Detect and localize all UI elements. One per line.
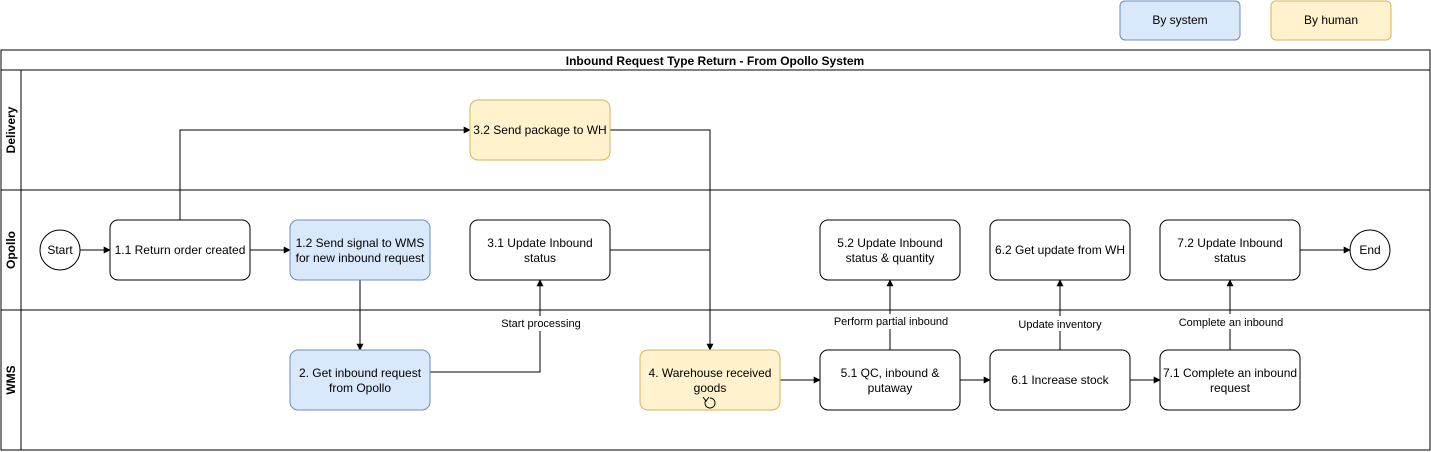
node-6-2-get-update-from-wh: 6.2 Get update from WH <box>989 219 1131 281</box>
node-1-1-label: 1.1 Return order created <box>115 243 246 257</box>
node-5-2-label-line1: 5.2 Update Inbound <box>837 236 942 250</box>
node-2-get-inbound-request: 2. Get inbound request from Opollo <box>289 349 431 411</box>
end-node: End <box>1349 229 1391 271</box>
node-7-2-update-inbound-status: 7.2 Update Inbound status <box>1159 219 1301 281</box>
node-3-2-send-package: 3.2 Send package to WH <box>469 99 611 161</box>
start-label: Start <box>47 243 73 257</box>
edge-labels: Start processing Perform partial inbound… <box>499 314 1286 331</box>
node-1-1-return-order-created: 1.1 Return order created <box>109 219 251 281</box>
node-5-1-label-line2: putaway <box>868 381 913 395</box>
start-node: Start <box>39 229 81 271</box>
edge-2-to-3-1 <box>430 279 544 373</box>
node-1-2-label-line2: for new inbound request <box>296 251 425 265</box>
pool: Inbound Request Type Return - From Opoll… <box>0 49 1431 451</box>
edge-label-perform-partial: Perform partial inbound <box>834 316 948 328</box>
node-6-1-increase-stock: 6.1 Increase stock <box>989 349 1131 411</box>
legend-by-human: By human <box>1270 0 1392 41</box>
node-4-warehouse-received-goods: 4. Warehouse received goods <box>639 349 781 411</box>
edge-label-update-inventory: Update inventory <box>1018 319 1102 331</box>
legend-by-system-label: By system <box>1152 13 1207 27</box>
nodes: Start 1.1 Return order created 1.2 Send … <box>39 99 1391 411</box>
pool-title: Inbound Request Type Return - From Opoll… <box>566 54 864 68</box>
node-5-2-update-inbound-status-quantity: 5.2 Update Inbound status & quantity <box>819 219 961 281</box>
node-2-label-line1: 2. Get inbound request <box>299 366 422 380</box>
node-5-1-label-line1: 5.1 QC, inbound & <box>841 366 940 380</box>
node-7-1-label-line1: 7.1 Complete an inbound <box>1163 366 1297 380</box>
lane-label-wms: WMS <box>4 365 18 394</box>
node-7-2-label-line1: 7.2 Update Inbound <box>1177 236 1282 250</box>
node-1-2-send-signal: 1.2 Send signal to WMS for new inbound r… <box>289 219 431 281</box>
lane-label-opollo: Opollo <box>4 231 18 269</box>
lane-label-delivery: Delivery <box>4 106 18 153</box>
node-5-1-qc-inbound-putaway: 5.1 QC, inbound & putaway <box>819 349 961 411</box>
edge-1-1-to-3-2 <box>179 126 471 220</box>
node-4-label-line2: goods <box>694 381 727 395</box>
node-6-2-label: 6.2 Get update from WH <box>995 243 1125 257</box>
edge-label-complete-inbound: Complete an inbound <box>1179 317 1284 329</box>
node-5-2-label-line2: status & quantity <box>846 251 935 265</box>
node-4-label-line1: 4. Warehouse received <box>649 366 772 380</box>
node-3-1-label-line1: 3.1 Update Inbound <box>487 236 592 250</box>
legend: By system By human <box>1119 0 1392 41</box>
node-6-1-label: 6.1 Increase stock <box>1011 373 1109 387</box>
node-7-1-complete-inbound-request: 7.1 Complete an inbound request <box>1159 349 1301 411</box>
legend-by-human-label: By human <box>1304 13 1358 27</box>
node-2-label-line2: from Opollo <box>329 381 391 395</box>
node-3-2-label: 3.2 Send package to WH <box>473 123 606 137</box>
edge-label-start-processing: Start processing <box>501 318 580 330</box>
edge-3-2-to-4 <box>610 129 714 351</box>
loop-marker-icon <box>702 396 716 409</box>
node-1-2-label-line1: 1.2 Send signal to WMS <box>296 236 425 250</box>
node-7-1-label-line2: request <box>1210 381 1251 395</box>
node-7-2-label-line2: status <box>1214 251 1246 265</box>
legend-by-system: By system <box>1119 0 1241 41</box>
node-3-1-update-inbound-status: 3.1 Update Inbound status <box>469 219 611 281</box>
node-3-1-label-line2: status <box>524 251 556 265</box>
end-label: End <box>1359 243 1380 257</box>
